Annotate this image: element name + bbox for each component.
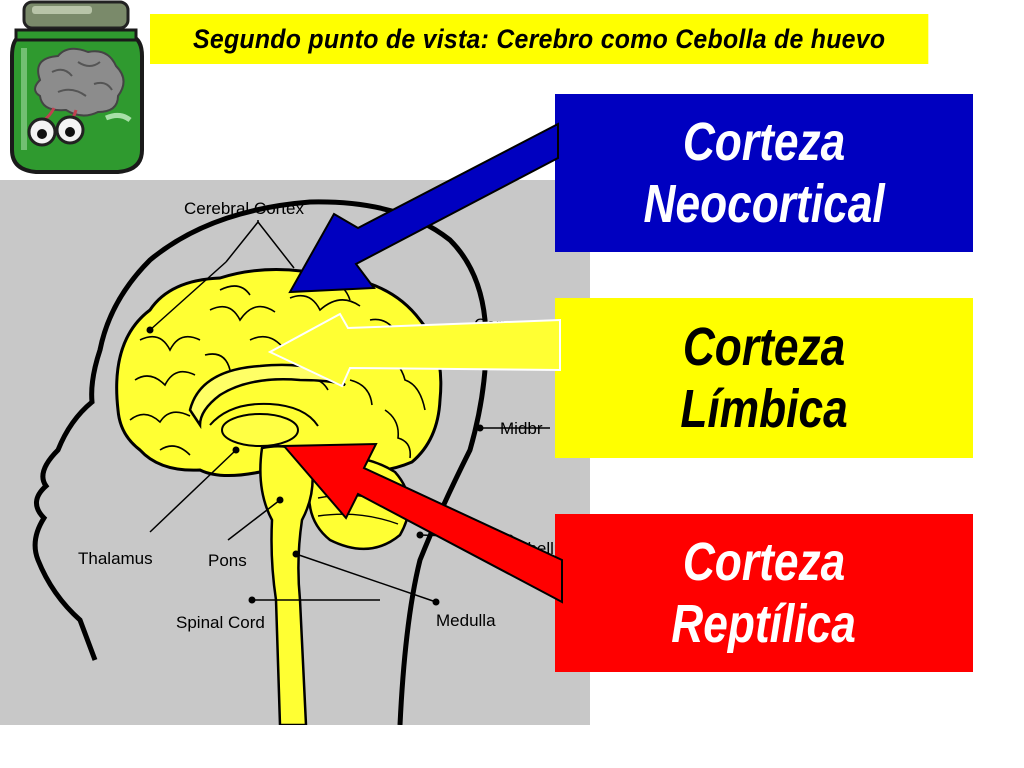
slide-title: Segundo punto de vista: Cerebro como Ceb… (150, 14, 929, 64)
box-reptilica-line2: Reptílica (671, 594, 857, 654)
label-medulla: Medulla (436, 611, 496, 630)
label-corpus: Corpus (474, 315, 529, 334)
box-limbica-line2: Límbica (680, 379, 848, 439)
box-corteza-limbica: Corteza Límbica (555, 298, 973, 458)
thalamus (221, 413, 299, 447)
box-corteza-neocortical: Corteza Neocortical (555, 94, 973, 252)
label-thalamus: Thalamus (78, 549, 153, 568)
brain-in-jar-icon (10, 0, 144, 174)
box-reptilica-line1: Corteza (682, 532, 846, 592)
box-neocortical-line1: Corteza (682, 112, 846, 172)
label-spinal-cord: Spinal Cord (176, 613, 265, 632)
box-corteza-reptilica: Corteza Reptílica (555, 514, 973, 672)
box-limbica-line1: Corteza (682, 317, 846, 377)
box-neocortical-line2: Neocortical (643, 174, 885, 234)
brainstem (259, 445, 314, 725)
label-pons: Pons (208, 551, 247, 570)
label-midbrain: Midbr (500, 419, 543, 438)
brain-diagram: Cerebral Cortex Corpus Midbr ebellu Thal… (0, 180, 590, 725)
label-cerebral-cortex: Cerebral Cortex (184, 199, 304, 218)
